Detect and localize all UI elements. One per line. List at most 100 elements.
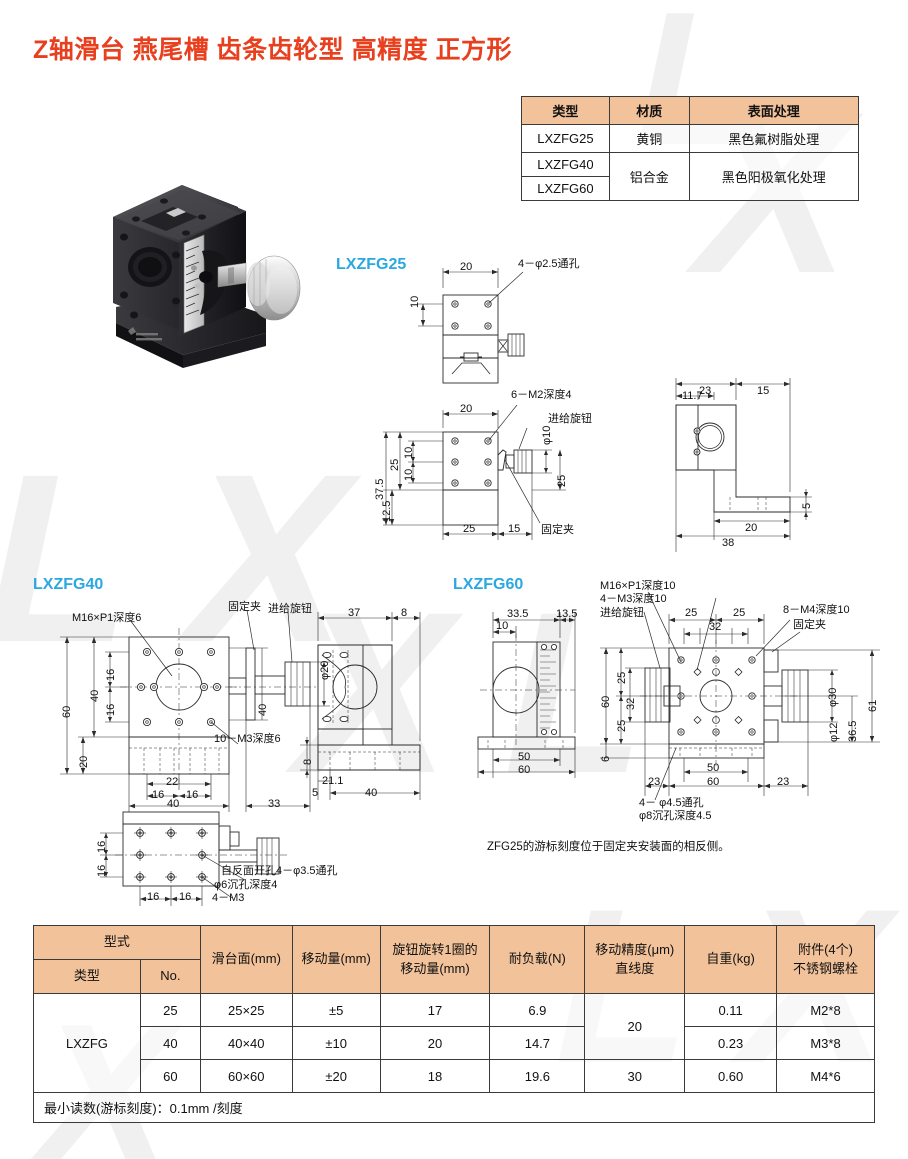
dim-60-side-33-5: 33.5 [507,608,529,620]
dim-40-side-5: 5 [312,787,319,799]
dim-60-side-50: 50 [518,751,531,763]
dim-25-front-25h: 25 [463,523,476,535]
dim-60-25a: 25 [685,607,698,619]
dim-25-front-15: 15 [508,523,521,535]
spec-weight-40: 0.23 [684,1026,778,1060]
spec-accessory-25: M2*8 [776,993,875,1027]
label-25-clamp: 固定夹 [541,524,574,536]
spec-header-per-turn-line1: 旋钮旋转1圈的 [392,941,478,957]
dim-40-16b: 16 [105,703,117,716]
material-header-finish: 表面处理 [688,96,860,125]
material-finish-4060: 黑色阳极氧化处理 [688,152,860,201]
label-60-clamp: 固定夹 [793,619,826,631]
dim-40-side-21-1: 21.1 [322,775,344,787]
material-type-40: LXZFG40 [521,152,610,177]
dim-25-front-10b: 10 [403,468,415,481]
spec-perturn-60: 18 [379,1059,491,1093]
spec-header-row-2: 类型 No. [33,959,875,994]
spec-perturn-25: 17 [379,993,491,1027]
table-row: 60 60×60 ±20 18 19.6 30 0.60 M4*6 [34,1059,875,1093]
dim-60-61: 61 [867,699,879,712]
spec-header-row-1: 型式 滑台面(mm) 移动量(mm) 旋钮旋转1圈的 移动量(mm) 耐负载(N… [33,925,875,994]
dim-40-side-37: 37 [348,607,361,619]
note-60-m16-thread: M16×P1深度10 [600,580,676,592]
table-row: LXZFG60 [521,176,859,201]
dim-40-40v: 40 [89,689,101,702]
dim-60-side-13-5: 13.5 [556,608,578,620]
dim-40-16c: 16 [152,789,165,801]
material-table-header-row: 类型 材质 表面处理 [521,96,860,125]
dim-60-side-60: 60 [518,764,531,776]
dim-60-60l: 60 [600,695,612,708]
dim-bracket-15: 15 [757,385,770,397]
page-title: Z轴滑台 燕尾槽 齿条齿轮型 高精度 正方形 [33,36,513,64]
dim-40-bot-16b: 16 [96,864,108,877]
material-type-60: LXZFG60 [521,176,610,201]
dim-60-6: 6 [600,755,612,762]
material-header-material: 材质 [608,96,690,125]
note-40-m3: 4－M3 [212,892,245,904]
label-lxzfg60: LXZFG60 [453,576,524,593]
note-60-counterbore: φ8沉孔深度4.5 [639,810,712,822]
spec-header-no: No. [139,959,201,994]
spec-header-travel: 移动量(mm) [291,925,381,994]
dim-bracket-38: 38 [722,537,735,549]
note-60-m4-thread: 8－M4深度10 [783,604,850,616]
material-table: 类型 材质 表面处理 LXZFG25 黄铜 黑色氟树脂处理 LXZFG40 铝合… [521,96,860,201]
note-60-m3-thread: 4－M3深度10 [600,593,667,605]
note-40-m16-thread: M16×P1深度6 [72,612,142,624]
spec-header-per-turn-line2: 移动量(mm) [400,960,470,976]
dim-60-36-5: 36.5 [847,720,859,742]
spec-no-40: 40 [139,1026,201,1060]
dim-25-front-20: 20 [460,403,473,415]
spec-weight-60: 0.60 [684,1059,778,1093]
dim-25-front-12-5: 12.5 [381,500,393,522]
spec-load-25: 6.9 [489,993,586,1027]
dim-25-front-37-5: 37.5 [374,478,386,500]
spec-header-accessory-line1: 附件(4个) [798,941,853,957]
dim-40-60: 60 [61,705,73,718]
dim-40-40r: 40 [257,703,269,716]
note-40-counterbore: φ6沉孔深度4 [214,879,278,891]
dim-60-32t: 32 [709,621,722,633]
dim-60-25l1: 25 [616,671,628,684]
spec-travel-60: ±20 [291,1059,381,1093]
spec-weight-25: 0.11 [684,993,778,1027]
dim-60-25l2: 25 [616,719,628,732]
spec-accessory-60: M4*6 [776,1059,875,1093]
dim-bracket-11-7: 11.7 [682,390,703,402]
note-25-m2-thread: 6－M2深度4 [511,389,572,401]
spec-header-weight: 自重(kg) [684,925,778,994]
dim-25-front-10a: 10 [403,446,415,459]
spec-header-accuracy-line1: 移动精度(μm) [595,941,675,957]
dim-60-phi12: φ12 [828,722,840,742]
spec-header-load: 耐负载(N) [489,925,586,994]
dim-40-phi20: φ20 [319,660,331,680]
table-row: LXZFG25 黄铜 黑色氟树脂处理 [521,124,860,153]
spec-header-accuracy: 移动精度(μm) 直线度 [584,925,686,994]
dim-40-33: 33 [268,798,281,810]
spec-accuracy-60: 30 [584,1059,686,1093]
table-row: 40 40×40 ±10 20 14.7 0.23 M3*8 [34,1026,875,1060]
material-material-4060: 铝合金 [608,152,690,201]
material-header-type: 类型 [521,96,610,125]
dim-40-22: 22 [166,776,179,788]
dim-60-60b: 60 [707,776,720,788]
dim-60-23l: 23 [648,776,661,788]
dim-25-front-25r: 25 [556,474,568,487]
spec-header-accuracy-line2: 直线度 [615,960,655,976]
dim-60-side-10: 10 [496,620,509,632]
note-60-through-hole: 4－ φ4.5通孔 [639,797,704,809]
dim-40-bot-16c: 16 [147,891,160,903]
product-photo [113,185,301,368]
dim-40-bot-16d: 16 [179,891,192,903]
dim-60-50: 50 [707,762,720,774]
note-40-reverse-hole: 自反面开孔4－φ3.5通孔 [221,865,338,877]
dim-60-23r: 23 [777,776,790,788]
dim-40-side-8t: 8 [401,607,408,619]
spec-perturn-40: 20 [379,1026,491,1060]
dim-40-16a: 16 [105,668,117,681]
drawing-footnote: ZFG25的游标刻度位于固定夹安装面的相反侧。 [487,841,730,853]
